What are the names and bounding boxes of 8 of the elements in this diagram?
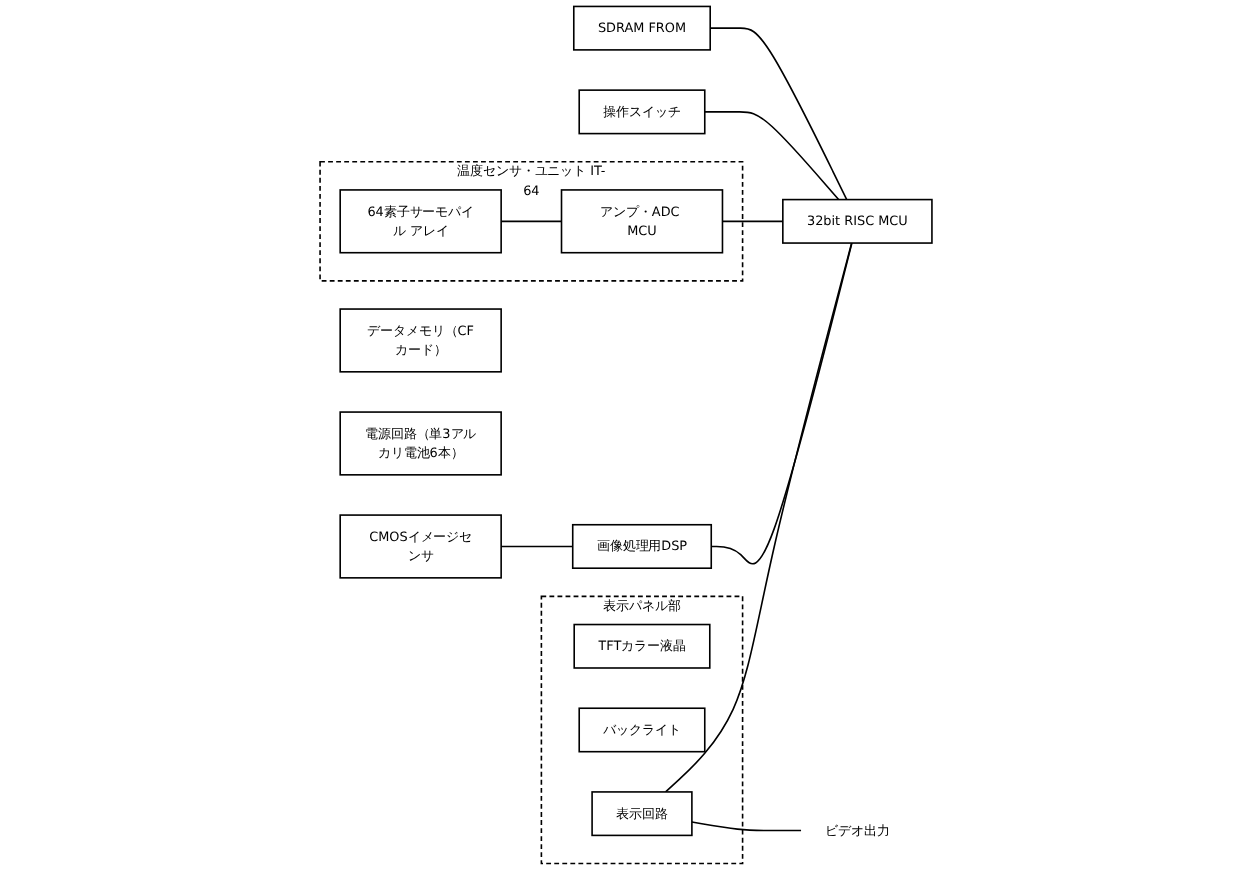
connector	[691, 821, 802, 832]
connector	[664, 242, 853, 793]
connector	[709, 27, 848, 201]
connector	[500, 220, 563, 223]
connector	[721, 220, 784, 223]
connector	[710, 242, 853, 565]
connector	[500, 545, 574, 548]
connector	[703, 111, 840, 201]
